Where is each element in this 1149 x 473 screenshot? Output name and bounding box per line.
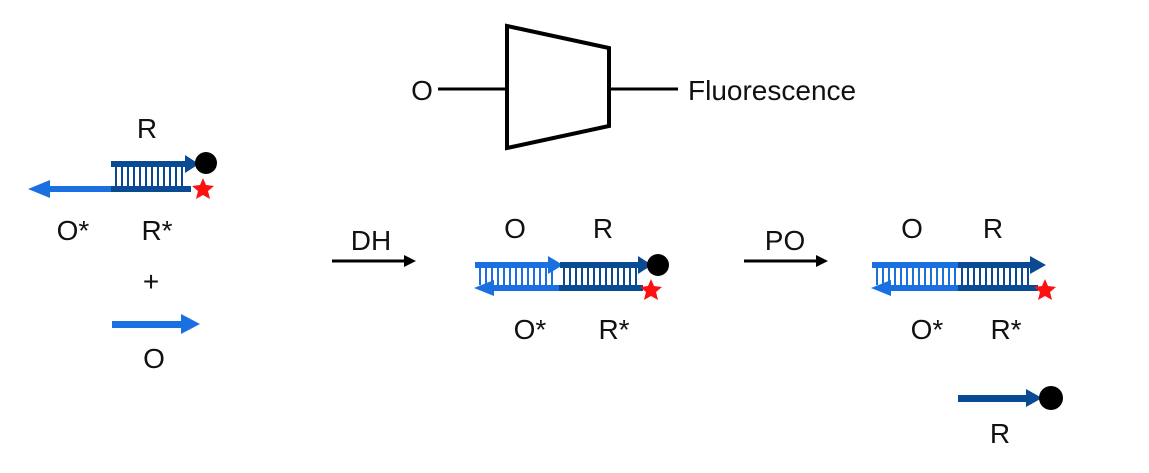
- o-star-arrowhead: [28, 180, 50, 198]
- released-r-label: R: [990, 418, 1010, 449]
- po-label: PO: [765, 225, 805, 256]
- reporter-strand: [111, 161, 187, 167]
- product-o-star-arrowhead: [871, 280, 891, 296]
- intermediate-r-arrowhead: [638, 256, 652, 274]
- intermediate-quencher-dot: [647, 254, 669, 276]
- reporter-complex: R O* R* + O: [28, 113, 217, 374]
- product-rungs-left: [876, 268, 956, 285]
- gate-output-label: Fluorescence: [688, 75, 856, 106]
- released-r-arrowhead: [1026, 389, 1042, 407]
- intermediate-rungs-right: [563, 268, 637, 285]
- product-complex: O R O* R*: [871, 213, 1063, 449]
- hybridization-rungs: [115, 167, 183, 186]
- fluorophore-star: [192, 178, 214, 199]
- input-o-arrowhead: [181, 314, 200, 334]
- quencher-dot: [195, 152, 217, 174]
- intermediate-o-label: O: [504, 213, 526, 244]
- intermediate-fluorophore-star: [640, 279, 662, 300]
- product-o-star-strand: [888, 285, 959, 291]
- intermediate-r-strand: [560, 262, 642, 268]
- input-o-strand: [112, 321, 184, 328]
- input-o-label: O: [143, 343, 165, 374]
- gate-symbol: O Fluorescence: [411, 23, 856, 151]
- reporter-strand-arrowhead: [185, 155, 199, 173]
- o-star-strand: [46, 186, 112, 192]
- intermediate-r-label: R: [593, 213, 613, 244]
- product-o-strand: [872, 262, 959, 268]
- reporter-label: R: [137, 113, 157, 144]
- gate-trapezoid: [505, 23, 611, 151]
- intermediate-o-star-arrowhead: [474, 280, 494, 296]
- r-star-label: R*: [141, 215, 172, 246]
- released-quencher-dot: [1039, 386, 1063, 410]
- intermediate-complex: O R O* R*: [474, 213, 669, 345]
- intermediate-o-star-label: O*: [514, 314, 547, 345]
- dh-label: DH: [351, 225, 391, 256]
- gate-input-label: O: [411, 75, 433, 106]
- intermediate-o-strand: [475, 262, 555, 268]
- released-r-strand: [958, 395, 1030, 402]
- intermediate-r-star-strand: [559, 285, 643, 291]
- intermediate-o-star-strand: [490, 285, 560, 291]
- product-o-star-label: O*: [911, 314, 944, 345]
- r-star-strand: [111, 186, 191, 192]
- reaction-arrow-dh: DH: [332, 225, 416, 267]
- product-fluorophore-star: [1034, 279, 1056, 300]
- plus-sign: +: [143, 266, 159, 297]
- product-r-star-strand: [958, 285, 1038, 291]
- product-rungs-right: [961, 268, 1029, 285]
- product-r-strand: [958, 262, 1032, 268]
- reaction-arrow-po: PO: [744, 225, 828, 267]
- intermediate-r-star-label: R*: [598, 314, 629, 345]
- intermediate-rungs-left: [479, 268, 553, 285]
- o-star-label: O*: [57, 215, 90, 246]
- product-o-label: O: [901, 213, 923, 244]
- product-r-arrowhead: [1030, 256, 1046, 274]
- product-r-label: R: [983, 213, 1003, 244]
- product-r-star-label: R*: [990, 314, 1021, 345]
